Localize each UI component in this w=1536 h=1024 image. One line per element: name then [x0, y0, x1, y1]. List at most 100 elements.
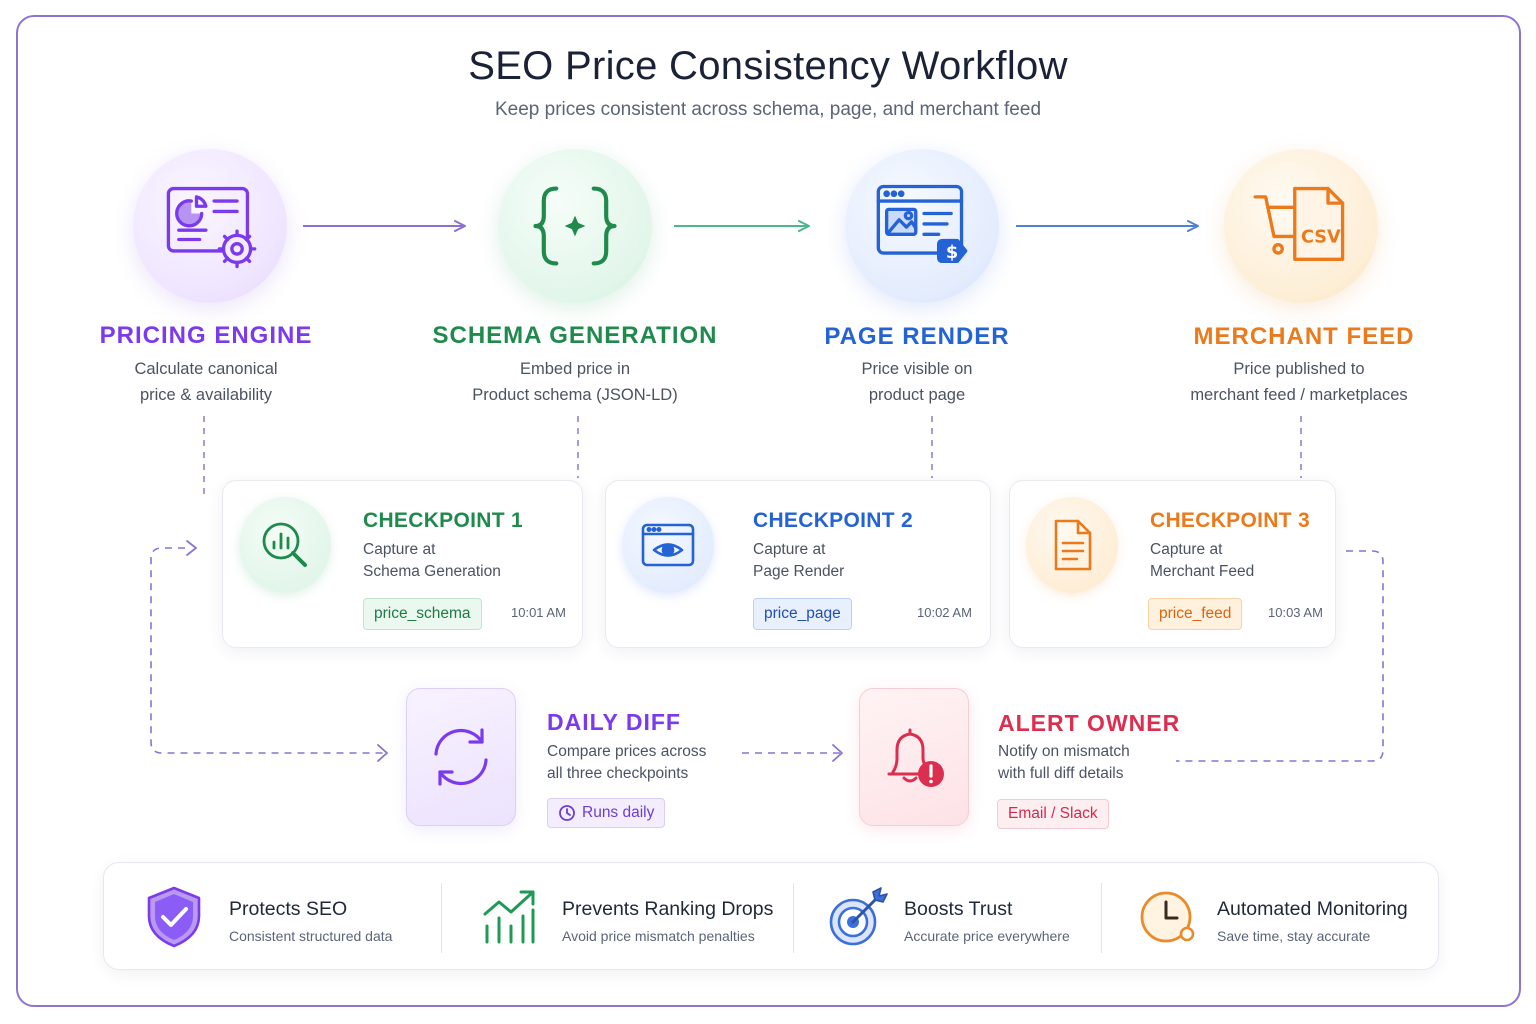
- checkpoint-desc-line: Page Render: [753, 563, 845, 580]
- dash-loop-left: [150, 547, 386, 754]
- checkpoint-icon-wrap: [239, 497, 331, 593]
- benefit-item: Protects SEO Consistent structured data: [104, 863, 440, 971]
- benefit-subtitle: Accurate price everywhere: [904, 928, 1070, 944]
- benefit-divider: [441, 883, 442, 953]
- checkpoint-field-pill: price_feed: [1148, 598, 1243, 630]
- checkpoint-time: 10:02 AM: [917, 605, 972, 620]
- svg-text:CSV: CSV: [1301, 228, 1341, 248]
- stage-desc-line: product page: [868, 386, 966, 404]
- benefit-subtitle: Save time, stay accurate: [1217, 928, 1371, 944]
- shield-check-icon: [147, 886, 201, 948]
- daily-diff-tag: Runs daily: [547, 798, 666, 828]
- checkpoint-card-2: CHECKPOINT 2 Capture at Page Render pric…: [605, 480, 991, 648]
- alert-owner-tag-label: Email / Slack: [1008, 805, 1098, 822]
- stage-desc-line: Product schema (JSON-LD): [472, 386, 678, 404]
- target-icon: [829, 887, 888, 946]
- checkpoint-desc: Capture at Page Render: [753, 539, 953, 583]
- checkpoint-icon-wrap: [622, 497, 714, 593]
- dash-loop-left-head: [186, 540, 197, 556]
- benefit-subtitle: Consistent structured data: [229, 928, 393, 944]
- stage-title-schema-generation: SCHEMA GENERATION: [432, 322, 718, 349]
- benefit-title: Protects SEO: [229, 898, 348, 920]
- alert-owner-title: ALERT OWNER: [998, 710, 1181, 736]
- checkpoint-desc: Capture at Merchant Feed: [1150, 539, 1350, 583]
- stage-title-page-render: PAGE RENDER: [824, 323, 1010, 350]
- checkpoint-time: 10:01 AM: [511, 605, 566, 620]
- stage-desc-line: merchant feed / marketplaces: [1190, 386, 1408, 404]
- daily-diff-desc-line: Compare prices across: [547, 743, 707, 760]
- alert-owner-tag: Email / Slack: [997, 799, 1109, 829]
- checkpoint-title: CHECKPOINT 2: [753, 509, 913, 532]
- alert-owner-desc-line: Notify on mismatch: [998, 743, 1130, 760]
- refresh-icon: [434, 728, 488, 786]
- checkpoint-field-pill: price_page: [753, 598, 852, 630]
- browser-eye-icon: [641, 523, 695, 567]
- checkpoint-title: CHECKPOINT 3: [1150, 509, 1310, 532]
- clock-icon: [1140, 891, 1195, 943]
- daily-diff-desc: Compare prices across all three checkpoi…: [547, 741, 747, 785]
- benefit-title: Prevents Ranking Drops: [562, 898, 774, 920]
- page-render-circle: $: [845, 149, 999, 303]
- stage-desc-page-render: Price visible on product page: [747, 356, 1087, 408]
- dash-diff-to-alert-head: [832, 744, 843, 762]
- checkpoint-desc-line: Capture at: [753, 541, 826, 558]
- daily-diff-desc-line: all three checkpoints: [547, 765, 689, 782]
- benefit-divider: [793, 883, 794, 953]
- page-subtitle: Keep prices consistent across schema, pa…: [494, 99, 1042, 120]
- pricing-settings-icon: [166, 186, 257, 269]
- merchant-feed-circle: CSV: [1224, 149, 1378, 303]
- svg-text:$: $: [946, 243, 958, 263]
- document-icon: [1054, 519, 1092, 571]
- benefit-divider: [1101, 883, 1102, 953]
- benefit-item: Prevents Ranking Drops Avoid price misma…: [442, 863, 792, 971]
- pricing-engine-circle: [133, 149, 287, 303]
- json-braces-icon: [533, 186, 617, 266]
- stage-desc-line: Calculate canonical: [134, 360, 278, 378]
- dash-loop-bottom-head: [377, 744, 388, 762]
- stage-desc-pricing-engine: Calculate canonical price & availability: [36, 356, 376, 408]
- stage-desc-merchant-feed: Price published to merchant feed / marke…: [1129, 356, 1469, 408]
- stage-title-merchant-feed: MERCHANT FEED: [1193, 323, 1415, 350]
- schema-generation-circle: [498, 149, 652, 303]
- rising-chart-icon: [483, 890, 535, 944]
- alert-owner-desc: Notify on mismatch with full diff detail…: [998, 741, 1198, 785]
- benefit-title: Automated Monitoring: [1217, 898, 1408, 920]
- stage-title-pricing-engine: PRICING ENGINE: [99, 322, 313, 349]
- benefit-title: Boosts Trust: [904, 898, 1013, 920]
- benefit-icon-wrap: [474, 881, 546, 953]
- checkpoint-card-1: CHECKPOINT 1 Capture at Schema Generatio…: [222, 480, 583, 648]
- browser-price-icon: $: [876, 184, 968, 263]
- benefit-icon-wrap: [822, 881, 894, 953]
- daily-diff-tile: [406, 688, 516, 826]
- checkpoint-card-3: CHECKPOINT 3 Capture at Merchant Feed pr…: [1009, 480, 1336, 648]
- page-title: SEO Price Consistency Workflow: [468, 44, 1068, 88]
- stage-desc-schema-generation: Embed price in Product schema (JSON-LD): [405, 356, 745, 408]
- checkpoint-time: 10:03 AM: [1268, 605, 1323, 620]
- checkpoint-desc-line: Schema Generation: [363, 563, 501, 580]
- stage-desc-line: Price published to: [1233, 360, 1365, 378]
- stage-desc-line: Price visible on: [861, 360, 973, 378]
- benefit-icon-wrap: [138, 881, 210, 953]
- checkpoint-title: CHECKPOINT 1: [363, 509, 523, 532]
- alert-owner-tile: [859, 688, 969, 826]
- checkpoint-desc-line: Merchant Feed: [1150, 563, 1255, 580]
- checkpoint-desc-line: Capture at: [1150, 541, 1223, 558]
- daily-diff-title: DAILY DIFF: [547, 709, 681, 735]
- stage-desc-line: Embed price in: [519, 360, 631, 378]
- alert-owner-desc-line: with full diff details: [998, 765, 1124, 782]
- checkpoint-desc: Capture at Schema Generation: [363, 539, 563, 583]
- bell-alert-icon: [887, 728, 944, 787]
- dash-loop-right: [1176, 550, 1384, 762]
- benefit-item: Boosts Trust Accurate price everywhere: [794, 863, 1100, 971]
- stage-desc-line: price & availability: [139, 386, 273, 404]
- search-chart-icon: [262, 522, 307, 567]
- clock-small-icon: [559, 805, 575, 821]
- benefit-item: Automated Monitoring Save time, stay acc…: [1102, 863, 1440, 971]
- benefit-subtitle: Avoid price mismatch penalties: [562, 928, 755, 944]
- checkpoint-desc-line: Capture at: [363, 541, 436, 558]
- daily-diff-tag-label: Runs daily: [582, 804, 655, 821]
- benefit-icon-wrap: [1132, 881, 1204, 953]
- checkpoint-field-pill: price_schema: [363, 598, 482, 630]
- cart-csv-icon: CSV: [1253, 186, 1345, 261]
